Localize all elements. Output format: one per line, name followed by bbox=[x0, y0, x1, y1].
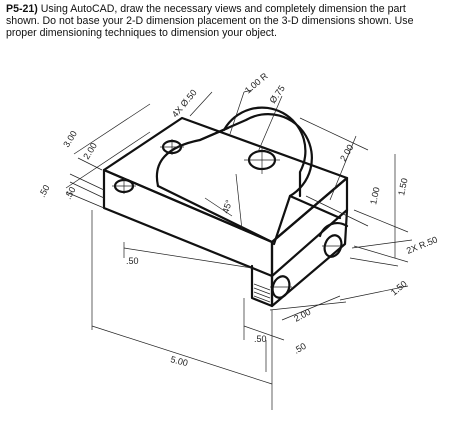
dimension-lines bbox=[65, 89, 413, 410]
dim-3-00: 3.00 bbox=[61, 129, 79, 149]
problem-number: P5-21) bbox=[6, 3, 38, 15]
base-right-face bbox=[270, 176, 349, 278]
dim-50-center: .50 bbox=[126, 256, 139, 266]
fillet-base-edge bbox=[156, 184, 274, 244]
right-end-round bbox=[318, 222, 349, 238]
dim-2-00-left: 2.00 bbox=[81, 141, 99, 161]
dim-dia-75: Ø.75 bbox=[267, 83, 286, 105]
upright-with-fillet bbox=[155, 106, 342, 246]
slot-hatching bbox=[253, 283, 271, 303]
dim-50-left: .50 bbox=[63, 185, 78, 201]
dim-50-slot: .50 bbox=[254, 334, 267, 344]
problem-line-3: proper dimensioning techniques to dimens… bbox=[6, 27, 277, 40]
dim-45-deg: 45° bbox=[220, 198, 234, 214]
dim-1-00: 1.00 bbox=[368, 186, 381, 205]
problem-line-1: Using AutoCAD, draw the necessary views … bbox=[40, 3, 406, 15]
right-end bbox=[270, 208, 349, 308]
upright-top-arc bbox=[222, 106, 307, 198]
dim-1-00-r: 1.00 R bbox=[243, 71, 270, 96]
dim-2x-r-50: 2X R.50 bbox=[405, 234, 439, 255]
dim-1-50-vertical: 1.50 bbox=[396, 177, 409, 196]
dim-50-far-left: .50 bbox=[37, 183, 52, 199]
fillet-curve bbox=[155, 126, 230, 188]
dim-50-bottom-right: .50 bbox=[292, 341, 308, 356]
problem-statement: P5-21) Using AutoCAD, draw the necessary… bbox=[6, 3, 468, 40]
dim-1-50-horizontal: 1.50 bbox=[389, 279, 409, 298]
dim-2-00-bottom: 2.00 bbox=[292, 307, 312, 324]
upright-right-edge bbox=[288, 194, 342, 220]
upright-back-profile bbox=[198, 113, 313, 246]
dim-5-00: 5.00 bbox=[170, 354, 189, 368]
right-end-profile bbox=[270, 208, 349, 308]
problem-line-2: shown. Do not base your 2-D dimension pl… bbox=[6, 15, 414, 28]
dim-2-00-right: 2.00 bbox=[338, 143, 355, 163]
side-hole-front bbox=[271, 275, 291, 299]
dim-4x-dia-50: 4X Ø.50 bbox=[170, 88, 199, 120]
